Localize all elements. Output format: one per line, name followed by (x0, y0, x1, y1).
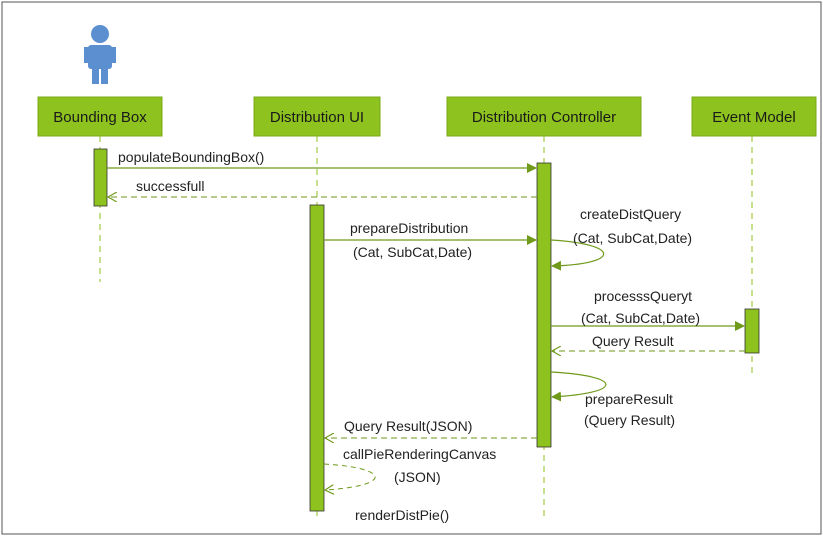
message-label: prepareDistribution (350, 220, 468, 236)
message-label: (Query Result) (584, 412, 675, 428)
message-prepare-result: prepareResult (Query Result) (550, 371, 675, 428)
message-prepare-distribution: prepareDistribution (Cat, SubCat,Date) (324, 220, 537, 260)
message-label: (JSON) (394, 469, 441, 485)
message-query-result-json: Query Result(JSON) (325, 418, 537, 438)
participant-label: Distribution Controller (472, 109, 616, 126)
participant-event-model: Event Model (691, 96, 817, 137)
message-process-query: processsQueryt (Cat, SubCat,Date) (551, 288, 745, 331)
participant-label: Bounding Box (53, 109, 147, 126)
participant-label: Event Model (712, 109, 795, 126)
activation-distribution-controller (536, 162, 552, 448)
activation-bounding-box (93, 148, 108, 207)
user-icon (84, 25, 116, 84)
message-label: (Cat, SubCat,Date) (353, 244, 472, 260)
message-create-dist-query: createDistQuery (Cat, SubCat,Date) (550, 206, 692, 271)
message-label: createDistQuery (580, 206, 681, 222)
message-label: processsQueryt (594, 288, 692, 304)
activation-event-model (744, 308, 760, 354)
activation-distribution-ui (309, 204, 325, 512)
participant-label: Distribution UI (270, 109, 364, 126)
participant-bounding-box: Bounding Box (37, 96, 163, 137)
message-label: (Cat, SubCat,Date) (581, 310, 700, 326)
message-label: prepareResult (585, 391, 673, 407)
message-label: (Cat, SubCat,Date) (573, 230, 692, 246)
message-label: renderDistPie() (355, 507, 449, 523)
message-call-pie-rendering-canvas: callPieRenderingCanvas (JSON) (324, 446, 496, 490)
participant-distribution-controller: Distribution Controller (446, 96, 642, 137)
message-label: Query Result(JSON) (344, 418, 472, 434)
message-populate-bounding-box: populateBoundingBox() (107, 149, 537, 173)
message-render-dist-pie: renderDistPie() (355, 507, 449, 523)
message-label: callPieRenderingCanvas (343, 446, 496, 462)
message-label: Query Result (592, 333, 674, 349)
message-successfull: successfull (108, 178, 537, 197)
message-query-result: Query Result (552, 333, 745, 351)
participant-distribution-ui: Distribution UI (253, 96, 381, 137)
message-label: populateBoundingBox() (118, 149, 264, 165)
message-label: successfull (136, 178, 204, 194)
